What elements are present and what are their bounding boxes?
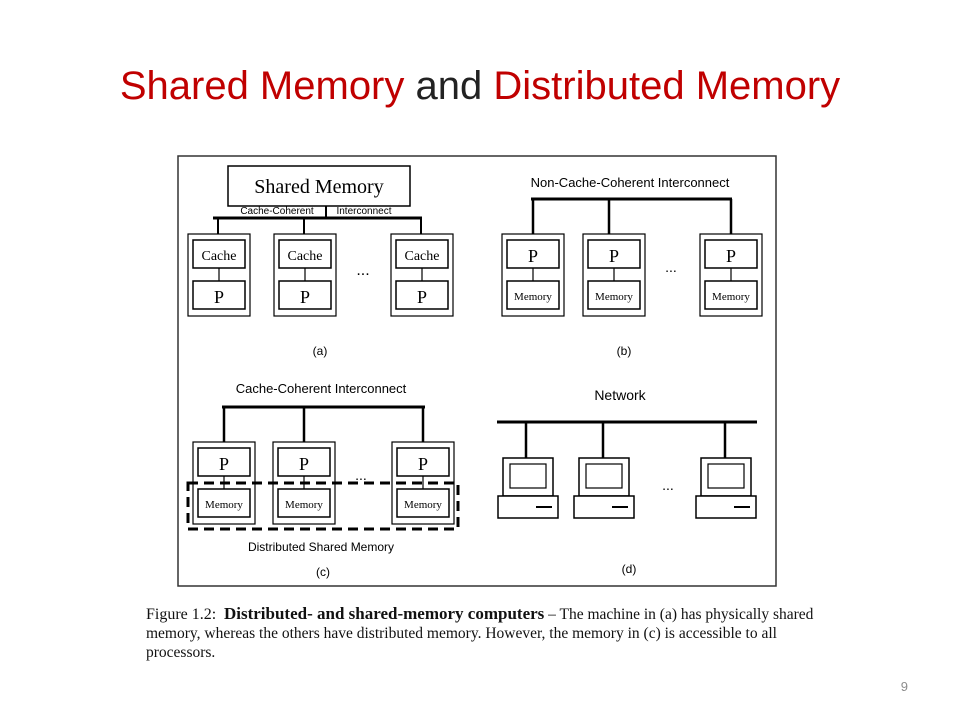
memory-box xyxy=(197,488,251,518)
computer-icon xyxy=(573,457,635,519)
cache-box xyxy=(278,239,332,269)
memory-label: Memory xyxy=(205,499,243,511)
figure-caption: Figure 1.2: Distributed- and shared-memo… xyxy=(146,604,826,662)
panel-d: Network ... (d) xyxy=(497,387,757,576)
cache-label: Cache xyxy=(288,249,323,264)
network-label: Network xyxy=(594,387,646,403)
processor-label: P xyxy=(726,246,736,266)
processor-label: P xyxy=(299,454,309,474)
memory-box xyxy=(506,280,560,310)
computer-icon xyxy=(695,457,757,519)
processor-label: P xyxy=(300,287,310,307)
memory-label: Memory xyxy=(514,291,552,303)
interconnect-label-right: Interconnect xyxy=(336,206,391,217)
processor-box xyxy=(277,447,331,477)
panel-a: Shared Memory Cache-Coherent Interconnec… xyxy=(187,165,454,358)
figure-number: Figure 1.2: xyxy=(146,606,217,623)
processor-label: P xyxy=(417,287,427,307)
dsm-label: Distributed Shared Memory xyxy=(248,540,394,554)
panel-c: Cache-Coherent Interconnect P Memory P M… xyxy=(186,381,460,579)
panel-d-label: (d) xyxy=(622,562,637,576)
cache-label: Cache xyxy=(202,249,237,264)
ellipsis: ... xyxy=(662,477,674,493)
processor-box xyxy=(278,280,332,310)
non-coherent-interconnect-label: Non-Cache-Coherent Interconnect xyxy=(531,175,730,190)
ellipsis: ... xyxy=(665,259,677,275)
processor-label: P xyxy=(609,246,619,266)
ellipsis: ... xyxy=(356,262,369,279)
shared-memory-box xyxy=(227,165,411,207)
cache-box xyxy=(395,239,449,269)
cache-label: Cache xyxy=(405,249,440,264)
coherent-interconnect-label: Cache-Coherent Interconnect xyxy=(236,381,407,396)
title-and: and xyxy=(415,64,483,108)
processor-box xyxy=(704,239,758,269)
cache-box xyxy=(192,239,246,269)
memory-box xyxy=(277,488,331,518)
page-number: 9 xyxy=(900,679,908,694)
processor-label: P xyxy=(214,287,224,307)
title-shared-memory: Shared Memory xyxy=(119,64,405,108)
interconnect-label-left: Cache-Coherent xyxy=(240,206,314,217)
memory-box xyxy=(396,488,450,518)
distributed-shared-memory-outline xyxy=(186,481,460,531)
processor-box xyxy=(396,447,450,477)
processor-label: P xyxy=(219,454,229,474)
ellipsis: ... xyxy=(355,467,367,483)
slide-title: Shared Memory and Distributed Memory xyxy=(0,58,960,114)
processor-label: P xyxy=(528,246,538,266)
computer-icon xyxy=(497,457,559,519)
memory-box xyxy=(587,280,641,310)
memory-label: Memory xyxy=(404,499,442,511)
processor-label: P xyxy=(418,454,428,474)
processor-box xyxy=(587,239,641,269)
panel-c-label: (c) xyxy=(316,565,330,579)
shared-memory-label: Shared Memory xyxy=(254,176,383,198)
memory-label: Memory xyxy=(712,291,750,303)
memory-label: Memory xyxy=(595,291,633,303)
panel-a-label: (a) xyxy=(313,344,328,358)
memory-box xyxy=(704,280,758,310)
memory-label: Memory xyxy=(285,499,323,511)
processor-box xyxy=(192,280,246,310)
processor-box xyxy=(395,280,449,310)
figure-frame xyxy=(177,155,777,587)
title-distributed-memory: Distributed Memory xyxy=(493,64,841,108)
caption-title: Distributed- and shared-memory computers xyxy=(223,604,545,623)
panel-b: Non-Cache-Coherent Interconnect P Memory… xyxy=(501,175,763,358)
panel-b-label: (b) xyxy=(617,344,632,358)
caption-text: – The machine in (a) has physically shar… xyxy=(146,606,814,661)
